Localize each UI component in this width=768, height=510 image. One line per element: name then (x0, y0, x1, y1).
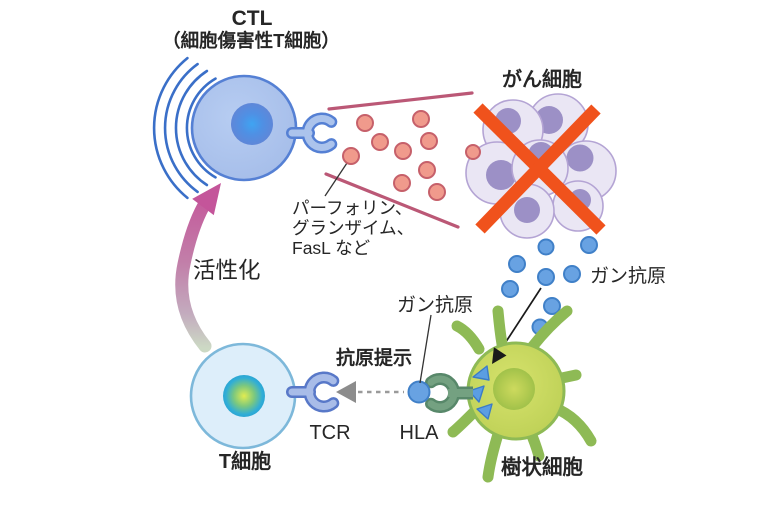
processed-antigen-triangles (468, 365, 493, 420)
tentacle (492, 305, 508, 350)
granule-dot (420, 132, 438, 150)
tcr-receptor (286, 371, 340, 413)
t-cell-label: T細胞 (219, 449, 271, 473)
tcr-head (306, 374, 337, 410)
ctl-activation-arcs (152, 56, 217, 200)
antigen-triangle (476, 403, 493, 420)
hla-receptor (425, 373, 473, 413)
ctl-cell (190, 74, 338, 182)
perforin-granules (342, 110, 481, 201)
ctl-cell-nucleus (231, 103, 273, 145)
cross-stroke-2 (475, 104, 601, 234)
cancer-cell-nucleus (486, 160, 516, 190)
activation-arrow (175, 183, 221, 353)
ctl-receptor (286, 112, 338, 154)
tentacle (482, 425, 505, 483)
activation-label: 活性化 (193, 258, 261, 283)
secretion-funnel (324, 91, 474, 229)
antigen-triangle (472, 365, 490, 381)
ctl-title: CTL (232, 7, 273, 30)
presentation-arrowhead (336, 381, 356, 403)
antigen-dot (508, 255, 526, 273)
antigen-pointer-line (419, 314, 432, 384)
ctl-subtitle: （細胞傷害性T細胞） (162, 30, 340, 51)
cancer-antigen-label-right: ガン抗原 (590, 265, 666, 287)
presentation-arrow (336, 381, 404, 403)
antigen-dot (537, 268, 555, 286)
dendritic-cell (447, 305, 597, 483)
cancer-antigen-dots (501, 236, 598, 336)
granule-dot (342, 147, 360, 165)
antigen-dot (543, 297, 561, 315)
uptake-arrowhead (492, 347, 507, 364)
secretion-pointer-line (324, 159, 350, 197)
granule-dot (412, 110, 430, 128)
kill-cross-icon (473, 103, 606, 235)
granule-dot (393, 174, 411, 192)
granule-dot (394, 142, 412, 160)
funnel-line-bottom (324, 172, 460, 229)
activation-arrowhead (192, 183, 221, 216)
dendritic-nucleus (493, 368, 535, 410)
hla-label: HLA (400, 422, 440, 444)
granule-dot (428, 183, 446, 201)
granule-dot (371, 133, 389, 151)
t-cell (189, 342, 340, 450)
antigen-presentation-label: 抗原提示 (336, 346, 412, 369)
antigen-dot (537, 238, 555, 256)
cancer-cells-label: がん細胞 (502, 67, 582, 91)
cancer-antigen-label-left: ガン抗原 (397, 294, 473, 316)
cancer-cell-nucleus (514, 197, 540, 223)
arc-4 (152, 56, 189, 200)
tentacle (451, 320, 485, 355)
antigen-dot (580, 236, 598, 254)
tentacle (447, 407, 479, 438)
presented-antigen-dot (407, 380, 431, 404)
arc-2 (174, 69, 209, 187)
arc-3 (163, 62, 199, 194)
activation-arrow-shaft (175, 200, 212, 353)
ctl-receptor-head (304, 115, 335, 151)
cancer-cell-nucleus (566, 144, 594, 172)
funnel-line-top (327, 91, 474, 111)
hla-head (427, 375, 458, 411)
secretion-label-line1: パーフォリン、 (292, 198, 412, 218)
secretion-label-line3: FasL など (292, 238, 370, 258)
tentacle (527, 305, 573, 352)
tentacle (549, 402, 597, 447)
dendritic-cell-label: 樹状細胞 (501, 455, 583, 479)
tcr-label: TCR (309, 422, 350, 444)
granule-dot (465, 144, 481, 160)
secretion-label-line2: グランザイム、 (292, 218, 414, 238)
antigen-dot (563, 265, 581, 283)
granule-dot (356, 114, 374, 132)
granule-dot (418, 161, 436, 179)
arc-1 (185, 77, 217, 179)
t-cell-nucleus (223, 375, 265, 417)
antigen-dot (501, 280, 519, 298)
